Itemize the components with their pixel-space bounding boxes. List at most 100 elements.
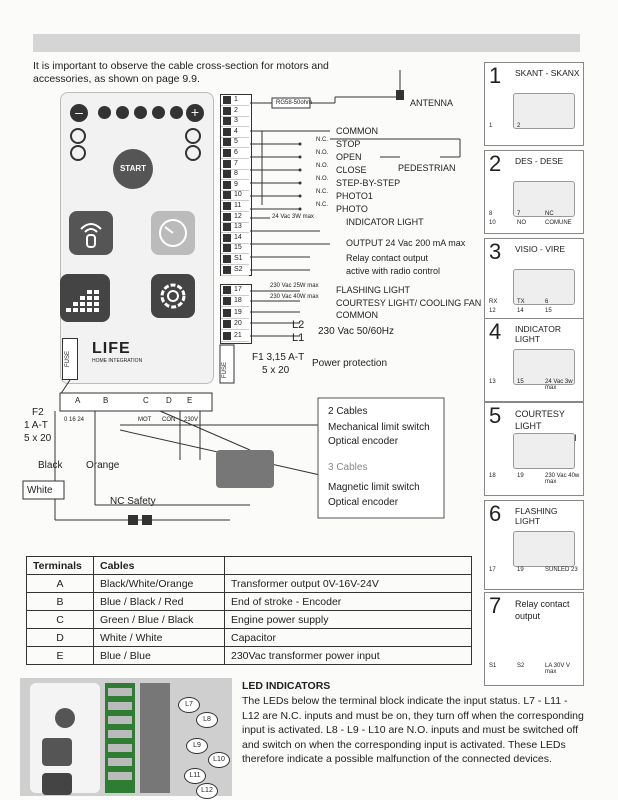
antenna-component: RG58-50ohm — [276, 100, 313, 106]
cell: Capacitor — [224, 628, 472, 647]
life-logo: LIFE HOME INTEGRATION — [92, 340, 142, 364]
term-letter-b: B — [103, 396, 109, 405]
terminal-number: 15 — [234, 244, 242, 252]
panel-illustration — [513, 269, 575, 305]
terminal-number: S1 — [234, 255, 243, 262]
l2-label: L2 — [292, 319, 305, 331]
plus-button[interactable]: + — [186, 104, 204, 122]
led-body: The LEDs below the terminal block indica… — [242, 695, 584, 765]
ring-led — [185, 145, 201, 161]
panel-number: 2 — [489, 151, 502, 176]
timer-icon[interactable] — [151, 211, 195, 255]
panel-number: 1 — [489, 63, 502, 88]
cell: Blue / Blue — [93, 646, 225, 665]
led-label-l7: L7 — [178, 697, 200, 713]
panel-title: VISIO - VIRE — [515, 244, 566, 254]
panel-sub-label: 2 — [517, 123, 521, 129]
panel-title: SKANT - SKANX — [515, 68, 580, 78]
no-label: N.O. — [316, 176, 329, 182]
panel-number: 4 — [489, 319, 502, 344]
panel-sub-label: 6 — [545, 299, 549, 305]
terminal-number: 8 — [234, 170, 238, 178]
led-label-l10: L10 — [208, 752, 230, 768]
nc-label: N.C. — [316, 137, 328, 143]
pedestrian-label: PEDESTRIAN — [398, 163, 456, 173]
terminal-6: 6 — [221, 148, 249, 159]
term-letter-a: A — [75, 396, 81, 405]
output24-label: OUTPUT 24 Vac 200 mA max — [346, 238, 466, 248]
panel-sub-label: 15 — [545, 308, 552, 314]
flashing-label: FLASHING LIGHT — [336, 285, 411, 295]
panel-sub-label: 7 — [517, 211, 521, 217]
three-cables-label: 3 Cables — [328, 462, 368, 473]
nc-label: N.C. — [316, 189, 328, 195]
courtesy-label: COURTESY LIGHT/ COOLING FAN — [336, 298, 482, 308]
term-letter-c: C — [143, 396, 149, 405]
panel-illustration — [513, 433, 575, 469]
led-dot — [134, 106, 147, 119]
terminal-17: 17 — [221, 285, 249, 296]
fuse-f1-line2: 5 x 20 — [262, 365, 290, 376]
terminal-number: 13 — [234, 223, 242, 231]
cell: End of stroke - Encoder — [224, 592, 472, 611]
terminal-S1: S1 — [221, 254, 249, 265]
terminal-20: 20 — [221, 319, 249, 331]
terminal-18: 18 — [221, 296, 249, 308]
power-protection-label: Power protection — [312, 358, 388, 369]
terminal-number: 11 — [234, 202, 242, 209]
terminal-number: 1 — [234, 96, 238, 103]
led-label-l11: L11 — [184, 768, 206, 784]
led-dot — [116, 106, 129, 119]
terminal-number: 18 — [234, 297, 242, 305]
photo1-label: PHOTO1 — [336, 191, 373, 201]
terminal-9: 9 — [221, 180, 249, 191]
panel-illustration — [513, 349, 575, 385]
start-label: START — [119, 164, 147, 173]
level-icon[interactable] — [60, 274, 110, 322]
terminal-number: 6 — [234, 149, 238, 156]
ring-led — [185, 128, 201, 144]
radio-icon[interactable] — [69, 211, 113, 255]
minus-button[interactable]: – — [70, 104, 88, 122]
terminal-number: 12 — [234, 212, 242, 220]
antenna-label: ANTENNA — [410, 98, 454, 108]
panel-sub-label: 14 — [517, 308, 524, 314]
indicator-spec: 24 Vac 3W max — [272, 214, 314, 220]
table-header-row: Terminals Cables — [26, 556, 472, 575]
panel-title: DES - DESE — [515, 156, 564, 166]
led-dot — [98, 106, 111, 119]
mech-line1: Mechanical limit switch — [328, 422, 430, 433]
ring-led — [70, 145, 86, 161]
panel-number: 3 — [489, 239, 502, 264]
start-button[interactable]: START — [113, 149, 153, 189]
led-label-l12: L12 — [196, 783, 218, 799]
terminal-4: 4 — [221, 127, 249, 138]
panel-sub-label: 17 — [489, 567, 496, 573]
led-title: LED INDICATORS — [242, 680, 331, 692]
panel-sub-label: 19 — [517, 567, 524, 573]
fuse-f2-line3: 5 x 20 — [24, 433, 52, 444]
terminal-number: 20 — [234, 320, 242, 328]
fuse-f2-line2: 1 A-T — [24, 420, 48, 431]
terminal-11: 11 — [221, 201, 249, 212]
panel-sub-label: 1 — [489, 123, 493, 129]
fuse-f2-line1: F2 — [32, 407, 44, 418]
terminal-number: 17 — [234, 286, 242, 293]
indicator-label: INDICATOR LIGHT — [346, 217, 424, 227]
cell: White / White — [93, 628, 225, 647]
terminal-number: 21 — [234, 331, 242, 339]
gear-icon[interactable] — [151, 274, 195, 318]
terminal-number: 10 — [234, 191, 242, 199]
wire-orange: Orange — [86, 460, 120, 471]
no-label: N.O. — [316, 163, 329, 169]
header-desc — [224, 556, 472, 575]
panel-sub-label: 18 — [489, 473, 496, 479]
